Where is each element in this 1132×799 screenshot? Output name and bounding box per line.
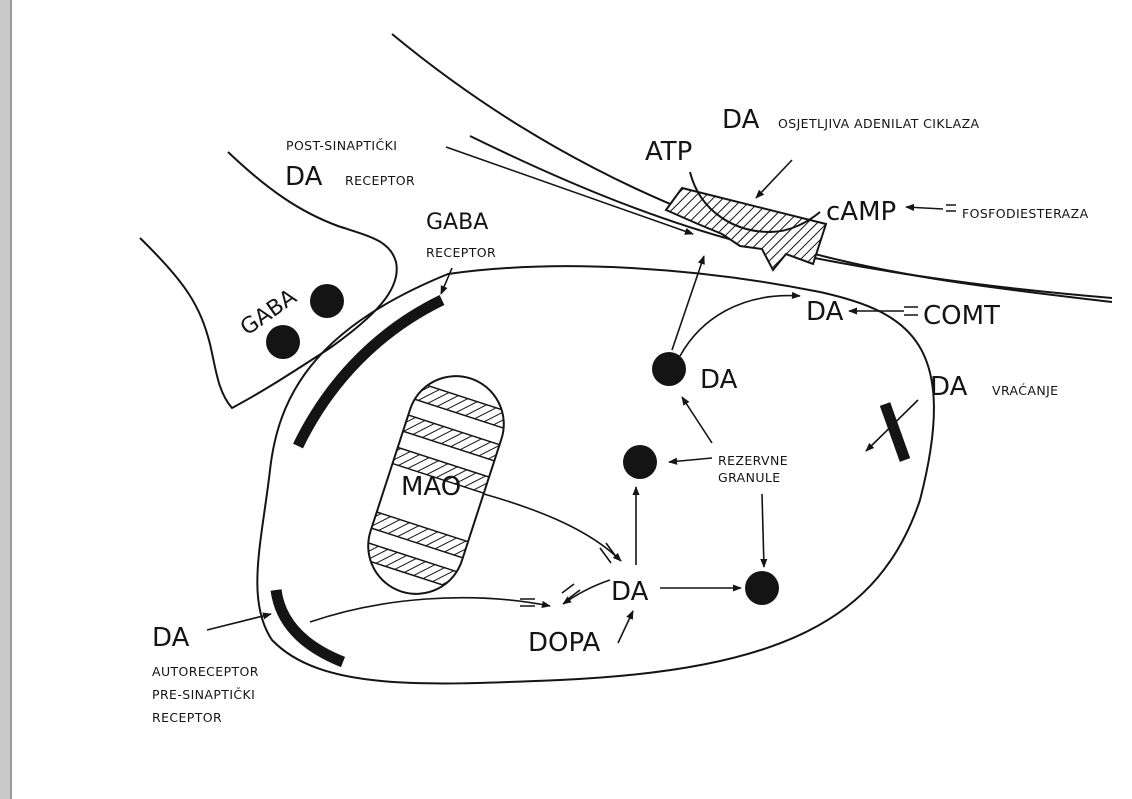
da-autoreceptor-label-prefix: DA <box>152 623 190 653</box>
da-vesicle-top <box>652 352 686 386</box>
da-vracanje-label-prefix: DA <box>930 372 968 402</box>
arrow-mao <box>484 494 621 561</box>
gaba-vesicle <box>310 284 344 318</box>
adenylate-cyclase-label: OSJETLJIVA ADENILAT CIKLAZA <box>778 116 980 131</box>
arrow-da-to-dopa <box>563 580 610 604</box>
eq-bar-fosfodiesteraza <box>946 205 956 211</box>
mao-label: MAO <box>401 472 461 502</box>
da-granule-label: DA <box>700 365 738 395</box>
pre-sinapticki-label: PRE-SINAPTIČKI <box>152 687 255 702</box>
granule-label: GRANULE <box>718 470 781 485</box>
arrow-granule-to-da <box>682 397 712 443</box>
da-comt-label: DA <box>806 297 844 327</box>
da-center-label: DA <box>611 577 649 607</box>
page-edge-shadow <box>0 0 10 799</box>
arrow-to-gaba-receptor <box>441 268 452 294</box>
arrow-dopa-to-da <box>618 611 633 643</box>
autoreceptor-label: AUTORECEPTOR <box>152 664 259 679</box>
arrow-granule-to-right <box>762 494 764 567</box>
eq-bar-da-dopa <box>562 584 580 599</box>
da-adenylate-label-prefix: DA <box>722 105 760 135</box>
fosfodiesteraza-label: FOSFODIESTERAZA <box>962 206 1089 221</box>
vracanje-label: VRAĆANJE <box>992 383 1058 398</box>
gaba-receptor-label-1: GABA <box>426 210 488 235</box>
rezervne-label: REZERVNE <box>718 453 788 468</box>
arrow-vesicle-to-receptor <box>672 256 704 350</box>
page-edge-line <box>10 0 12 799</box>
dopa-label: DOPA <box>528 628 601 658</box>
arrow-vesicle-release-da <box>680 296 800 356</box>
gaba-vesicle <box>266 325 300 359</box>
eq-bar-comt <box>904 307 918 315</box>
arrow-to-autoreceptor <box>207 614 271 630</box>
gaba-receptor-label-2: RECEPTOR <box>426 245 496 260</box>
presynaptic-terminal-membrane <box>257 266 934 683</box>
gaba-terminal <box>140 152 397 408</box>
arrow-granule-to-left <box>669 458 712 462</box>
receptor-bottom-label: RECEPTOR <box>152 710 222 725</box>
camp-label: cAMP <box>826 197 896 227</box>
arrow-autoreceptor-to-dopa <box>310 598 550 622</box>
comt-label: COMT <box>923 301 1000 331</box>
da-receptor-label-prefix: DA <box>285 162 323 192</box>
arrow-to-adenylate-cyclase <box>756 160 792 198</box>
postsynaptic-membrane-upper <box>392 34 1112 302</box>
da-reuptake-segment <box>885 404 905 460</box>
post-sinapticki-label: POST-SINAPTIČKI <box>286 138 397 153</box>
da-receptor-label: RECEPTOR <box>345 173 415 188</box>
atp-label: ATP <box>645 137 692 167</box>
reserve-granule-right <box>745 571 779 605</box>
reserve-granule-middle <box>623 445 657 479</box>
arrow-fosfodiesteraza <box>906 207 943 209</box>
